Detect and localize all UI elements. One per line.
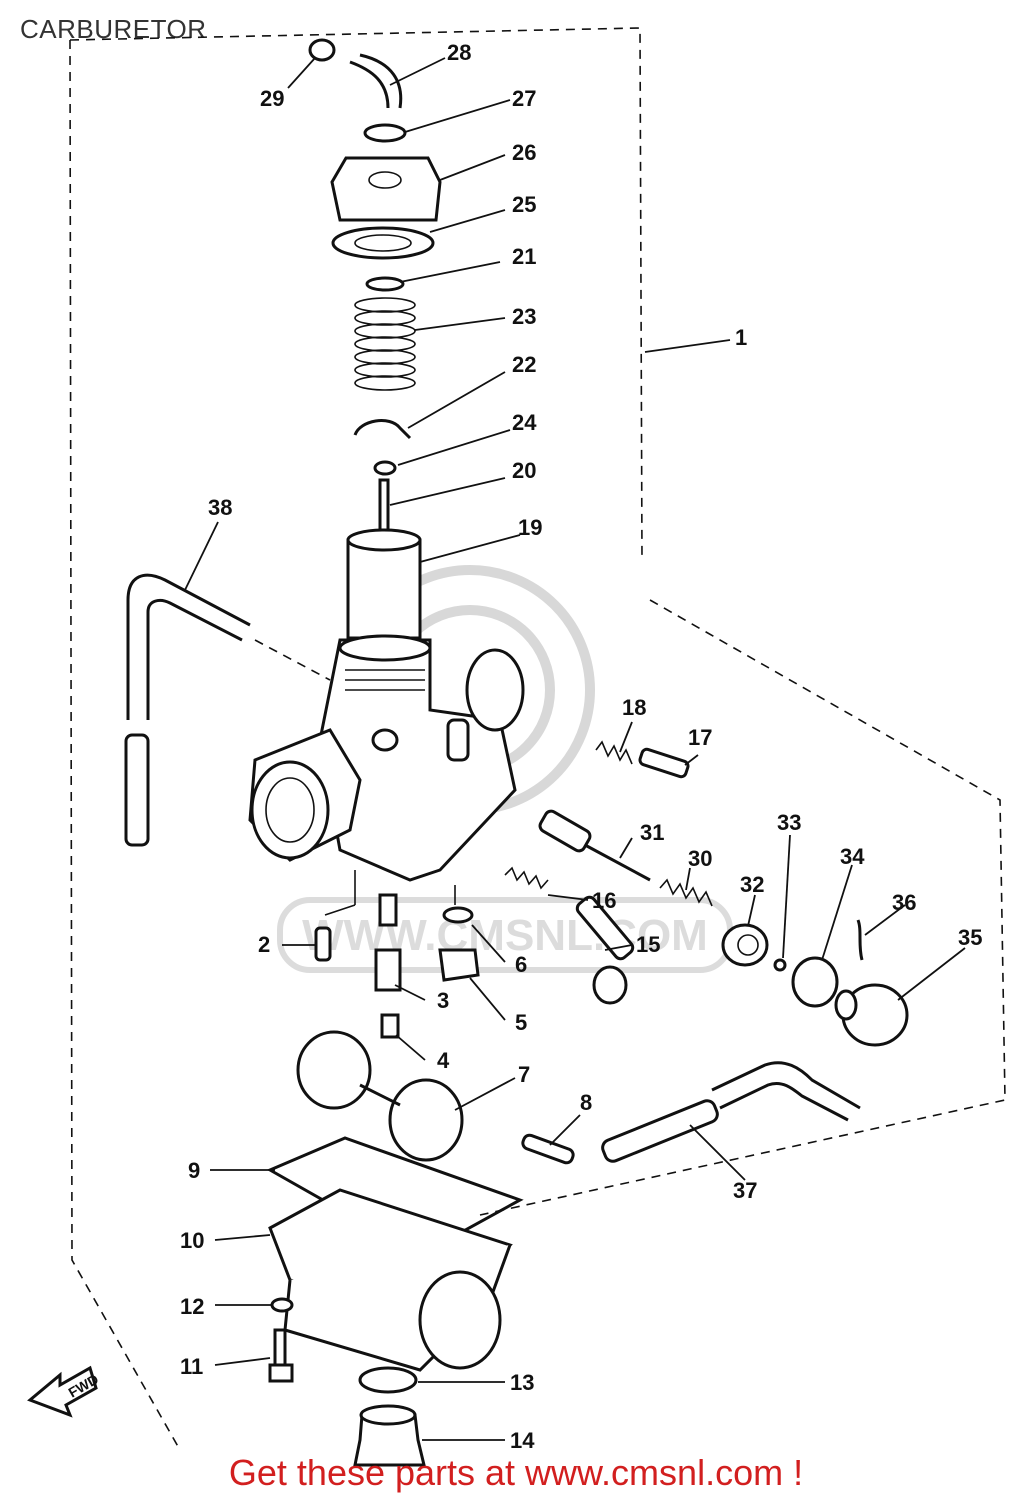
part-15-throttle-stop-screw bbox=[575, 895, 635, 1005]
callout-2: 2 bbox=[258, 932, 270, 957]
callout-27: 27 bbox=[512, 86, 536, 111]
parts-promo-link[interactable]: Get these parts at www.cmsnl.com ! bbox=[228, 1452, 804, 1493]
part-8-float-pin bbox=[521, 1133, 575, 1165]
callout-37: 37 bbox=[733, 1178, 757, 1203]
leader-lines bbox=[184, 57, 966, 1441]
callout-33: 33 bbox=[777, 810, 801, 835]
part-26-top-cap bbox=[330, 156, 442, 222]
callout-35: 35 bbox=[958, 925, 982, 950]
part-36-clip bbox=[856, 919, 864, 961]
part-19-throttle-valve bbox=[346, 528, 422, 640]
callout-26: 26 bbox=[512, 140, 536, 165]
part-18-spring bbox=[595, 740, 633, 765]
part-13-o-ring bbox=[358, 1366, 418, 1394]
callout-14: 14 bbox=[510, 1428, 535, 1453]
part-7-float bbox=[296, 1030, 464, 1162]
part-24-clip bbox=[373, 460, 397, 476]
part-35-choke-lever bbox=[834, 983, 909, 1047]
callout-18: 18 bbox=[622, 695, 646, 720]
part-32-plunger-nut bbox=[721, 923, 769, 967]
callout-8: 8 bbox=[580, 1090, 592, 1115]
part-30-spring bbox=[659, 878, 713, 907]
part-2-pilot-jet bbox=[314, 926, 332, 962]
callout-4: 4 bbox=[437, 1048, 450, 1073]
callout-7: 7 bbox=[518, 1062, 530, 1087]
callout-30: 30 bbox=[688, 846, 712, 871]
callout-32: 32 bbox=[740, 872, 764, 897]
callout-6: 6 bbox=[515, 952, 527, 977]
callout-12: 12 bbox=[180, 1294, 204, 1319]
part-25-gasket bbox=[331, 226, 435, 260]
callout-20: 20 bbox=[512, 458, 536, 483]
callout-11: 11 bbox=[180, 1354, 203, 1379]
callout-24: 24 bbox=[512, 410, 537, 435]
part-11-screw bbox=[268, 1328, 294, 1383]
callout-34: 34 bbox=[840, 844, 865, 869]
callout-25: 25 bbox=[512, 192, 536, 217]
part-33-washer bbox=[773, 958, 787, 972]
callout-23: 23 bbox=[512, 304, 536, 329]
part-23-spring bbox=[354, 297, 416, 391]
callout-5: 5 bbox=[515, 1010, 527, 1035]
jet-assembly bbox=[314, 870, 480, 1039]
part-10-float-bowl bbox=[268, 1188, 513, 1372]
callout-19: 19 bbox=[518, 515, 542, 540]
part-34-cap bbox=[791, 956, 839, 1008]
callout-29: 29 bbox=[260, 86, 284, 111]
part-28-pipe bbox=[349, 60, 390, 109]
part-4-main-jet bbox=[380, 1013, 400, 1039]
callout-1: 1 bbox=[735, 325, 747, 350]
fwd-arrow-icon: FWD bbox=[27, 1365, 101, 1418]
callout-16: 16 bbox=[592, 888, 616, 913]
callout-3: 3 bbox=[437, 988, 449, 1013]
cap-assembly bbox=[308, 38, 442, 292]
part-28-pipe-outer bbox=[359, 53, 403, 109]
diagram-title: CARBURETOR bbox=[20, 14, 207, 44]
part-3-needle-jet bbox=[374, 948, 402, 992]
callout-21: 21 bbox=[512, 244, 536, 269]
part-12-washer bbox=[270, 1297, 294, 1313]
part-37-overflow-hose bbox=[601, 1061, 861, 1163]
part-3-needle-jet-top bbox=[378, 893, 398, 927]
part-22-clip-plate bbox=[353, 419, 412, 440]
part-17-air-screw bbox=[638, 747, 690, 779]
part-38-vent-hose bbox=[124, 573, 331, 847]
part-16-spring bbox=[504, 866, 549, 890]
callout-28: 28 bbox=[447, 40, 471, 65]
callout-15: 15 bbox=[636, 932, 660, 957]
part-1-carburetor-body bbox=[248, 634, 525, 882]
callout-38: 38 bbox=[208, 495, 232, 520]
callout-17: 17 bbox=[688, 725, 712, 750]
part-21-seat bbox=[365, 276, 405, 292]
callout-9: 9 bbox=[188, 1158, 200, 1183]
part-29-cap bbox=[308, 38, 336, 62]
callout-31: 31 bbox=[640, 820, 664, 845]
part-14-drain-plug bbox=[353, 1404, 426, 1467]
callout-13: 13 bbox=[510, 1370, 534, 1395]
callout-22: 22 bbox=[512, 352, 536, 377]
watermark-text: WWW.CMSNL.COM bbox=[302, 911, 708, 960]
part-6-washer bbox=[442, 906, 474, 924]
callout-labels: 1 2 3 4 5 6 7 8 9 10 12 11 13 14 15 16 1… bbox=[180, 40, 982, 1453]
callout-36: 36 bbox=[892, 890, 916, 915]
callout-10: 10 bbox=[180, 1228, 204, 1253]
part-27-washer bbox=[363, 123, 407, 143]
part-5-plug bbox=[438, 948, 480, 982]
assembly-outline bbox=[69, 27, 1006, 1451]
part-31-starter-plunger bbox=[538, 809, 651, 882]
